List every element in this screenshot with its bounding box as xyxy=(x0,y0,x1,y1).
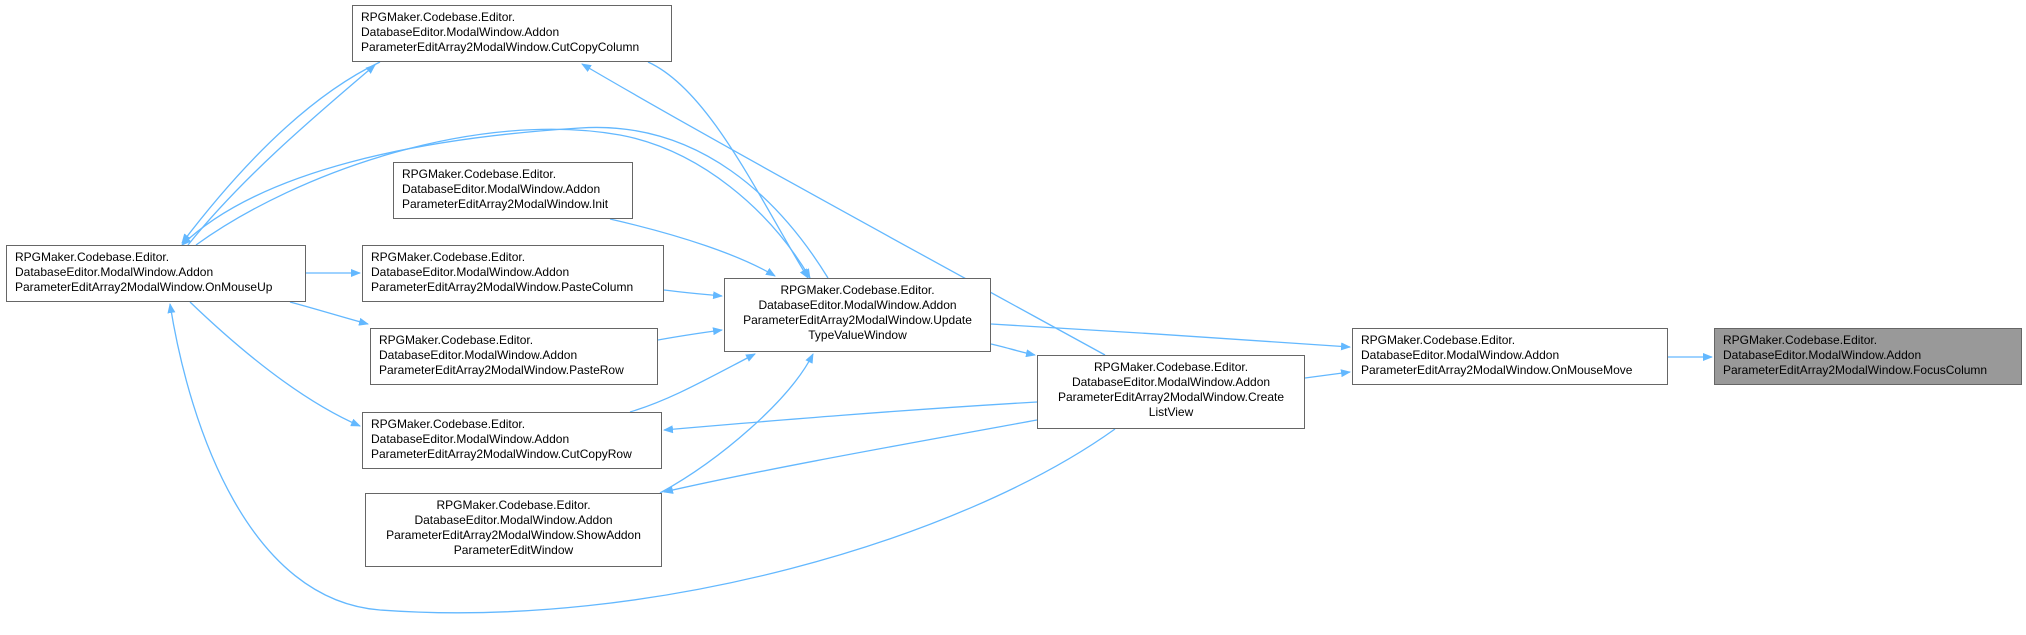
node-label-line: DatabaseEditor.ModalWindow.Addon xyxy=(371,432,570,446)
edge-paste-row-to-update-type-value-window xyxy=(657,327,723,341)
node-label-line: DatabaseEditor.ModalWindow.Addon xyxy=(379,348,578,362)
node-paste-row[interactable]: RPGMaker.Codebase.Editor.DatabaseEditor.… xyxy=(370,328,658,385)
node-label-line: DatabaseEditor.ModalWindow.Addon xyxy=(1723,348,1922,362)
node-label-line: RPGMaker.Codebase.Editor. xyxy=(402,167,557,181)
node-label-line: ParameterEditArray2ModalWindow.OnMouseUp xyxy=(15,280,273,294)
node-label-line: ParameterEditArray2ModalWindow.ShowAddon xyxy=(386,528,641,542)
edge-on-mouse-up-to-cut-copy-row xyxy=(189,301,361,427)
edge-create-list-view-to-on-mouse-up xyxy=(167,303,1116,614)
edge-update-type-value-window-to-create-list-view xyxy=(990,343,1036,358)
node-label-line: RPGMaker.Codebase.Editor. xyxy=(1723,333,1878,347)
node-label-line: ParameterEditArray2ModalWindow.Create xyxy=(1057,390,1285,404)
node-focus-column[interactable]: RPGMaker.Codebase.Editor.DatabaseEditor.… xyxy=(1714,328,2022,385)
edge-create-list-view-to-cut-copy-column xyxy=(581,63,1106,356)
node-label-line: RPGMaker.Codebase.Editor. xyxy=(780,283,935,297)
node-label-line: RPGMaker.Codebase.Editor. xyxy=(436,498,591,512)
node-label-line: DatabaseEditor.ModalWindow.Addon xyxy=(371,265,570,279)
edge-on-mouse-up-to-cut-copy-column xyxy=(187,64,376,246)
node-label-line: ListView xyxy=(1148,405,1194,419)
node-label-line: ParameterEditWindow xyxy=(453,543,574,557)
node-label-line: TypeValueWindow xyxy=(808,328,907,342)
edge-update-type-value-window-to-on-mouse-move xyxy=(990,323,1351,351)
node-cut-copy-column[interactable]: RPGMaker.Codebase.Editor.DatabaseEditor.… xyxy=(352,5,672,62)
edge-cut-copy-row-to-update-type-value-window xyxy=(629,353,756,413)
edge-create-list-view-to-show-addon-parameter-edit-window xyxy=(663,419,1038,494)
node-label-line: ParameterEditArray2ModalWindow.CutCopyCo… xyxy=(361,40,640,54)
edge-create-list-view-to-on-mouse-move xyxy=(1304,369,1351,379)
edge-on-mouse-up-to-update-type-value-window xyxy=(195,128,811,279)
edge-cut-copy-column-to-on-mouse-up xyxy=(181,61,381,244)
node-label-line: DatabaseEditor.ModalWindow.Addon xyxy=(414,513,613,527)
node-on-mouse-up[interactable]: RPGMaker.Codebase.Editor.DatabaseEditor.… xyxy=(6,245,306,302)
node-label-line: ParameterEditArray2ModalWindow.OnMouseMo… xyxy=(1361,363,1633,377)
node-on-mouse-move[interactable]: RPGMaker.Codebase.Editor.DatabaseEditor.… xyxy=(1352,328,1668,385)
edge-init-to-update-type-value-window xyxy=(609,218,776,277)
node-label-line: ParameterEditArray2ModalWindow.CutCopyRo… xyxy=(371,447,632,461)
node-label-line: DatabaseEditor.ModalWindow.Addon xyxy=(1071,375,1271,389)
edge-show-addon-parameter-edit-window-to-update-type-value-window xyxy=(659,353,814,494)
node-label-line: ParameterEditArray2ModalWindow.PasteColu… xyxy=(371,280,634,294)
node-label-line: ParameterEditArray2ModalWindow.FocusColu… xyxy=(1723,363,1988,377)
edge-on-mouse-up-to-paste-row xyxy=(289,301,369,326)
node-label-line: RPGMaker.Codebase.Editor. xyxy=(1093,360,1249,374)
node-label-line: RPGMaker.Codebase.Editor. xyxy=(371,417,526,431)
node-label-line: DatabaseEditor.ModalWindow.Addon xyxy=(402,182,601,196)
node-label-line: RPGMaker.Codebase.Editor. xyxy=(379,333,534,347)
node-show-addon-parameter-edit-window[interactable]: RPGMaker.Codebase.Editor.DatabaseEditor.… xyxy=(365,493,662,567)
edge-paste-column-to-update-type-value-window xyxy=(663,289,723,300)
node-create-list-view[interactable]: RPGMaker.Codebase.Editor.DatabaseEditor.… xyxy=(1037,355,1305,429)
node-label-line: RPGMaker.Codebase.Editor. xyxy=(361,10,516,24)
node-label-line: DatabaseEditor.ModalWindow.Addon xyxy=(15,265,214,279)
edge-cut-copy-column-to-update-type-value-window xyxy=(647,61,809,279)
node-label-line: DatabaseEditor.ModalWindow.Addon xyxy=(758,298,957,312)
node-label-line: ParameterEditArray2ModalWindow.Update xyxy=(743,313,972,327)
node-label-line: ParameterEditArray2ModalWindow.Init xyxy=(402,197,609,211)
edge-create-list-view-to-cut-copy-row xyxy=(663,401,1038,434)
node-paste-column[interactable]: RPGMaker.Codebase.Editor.DatabaseEditor.… xyxy=(362,245,664,302)
edge-update-type-value-window-to-on-mouse-up xyxy=(181,126,829,279)
node-label-line: RPGMaker.Codebase.Editor. xyxy=(1361,333,1516,347)
node-label-line: DatabaseEditor.ModalWindow.Addon xyxy=(361,25,560,39)
node-label-line: ParameterEditArray2ModalWindow.PasteRow xyxy=(379,363,624,377)
node-cut-copy-row[interactable]: RPGMaker.Codebase.Editor.DatabaseEditor.… xyxy=(362,412,662,469)
node-label-line: DatabaseEditor.ModalWindow.Addon xyxy=(1361,348,1560,362)
node-label-line: RPGMaker.Codebase.Editor. xyxy=(371,250,526,264)
node-label-line: RPGMaker.Codebase.Editor. xyxy=(15,250,170,264)
node-init[interactable]: RPGMaker.Codebase.Editor.DatabaseEditor.… xyxy=(393,162,633,219)
node-update-type-value-window[interactable]: RPGMaker.Codebase.Editor.DatabaseEditor.… xyxy=(724,278,991,352)
